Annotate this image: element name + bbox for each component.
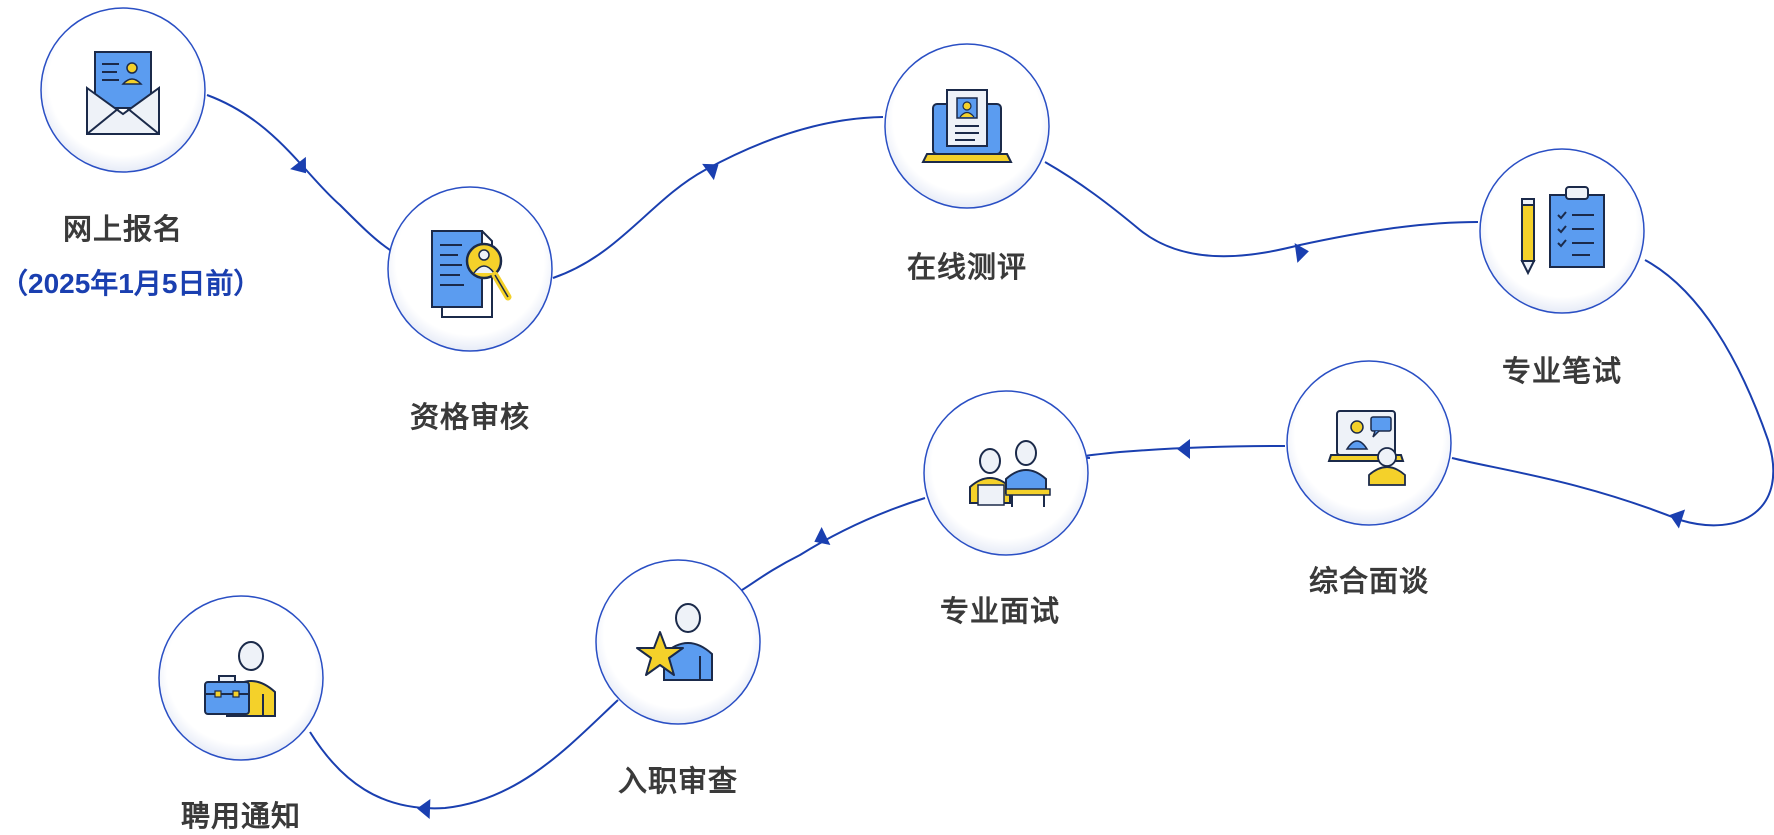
connector-2-3 <box>552 116 884 279</box>
step-4-label: 专业笔试 <box>1501 356 1623 388</box>
pencil-clipboard-icon <box>1479 148 1645 314</box>
connector-3-4 <box>1044 161 1479 258</box>
step-5-node <box>1285 359 1453 527</box>
arrow-2-3 <box>702 163 719 181</box>
connector-1-2 <box>206 94 391 251</box>
step-6-label: 专业面试 <box>939 596 1061 628</box>
deadline-note: （2025年1月5日前） <box>0 268 262 299</box>
arrow-5-6 <box>1177 439 1190 459</box>
laptop-resume-icon <box>884 43 1050 209</box>
step-2-label: 资格审核 <box>409 402 531 434</box>
arrow-1-2 <box>290 156 307 174</box>
step-7-label: 入职审查 <box>617 766 739 798</box>
step-2-node <box>386 185 554 353</box>
step-8-node <box>157 594 325 762</box>
person-briefcase-icon <box>158 595 324 761</box>
arrow-7-8 <box>417 799 431 819</box>
step-8-label: 聘用通知 <box>180 801 302 833</box>
connector-4-5 <box>1451 259 1774 527</box>
arrow-3-4 <box>1294 243 1309 263</box>
step-7-node <box>594 558 762 726</box>
step-6-node <box>922 389 1090 557</box>
step-3-label: 在线测评 <box>906 252 1028 284</box>
connector-6-7 <box>741 497 926 591</box>
step-1-label: 网上报名 <box>62 214 184 246</box>
document-magnifier-icon <box>387 186 553 352</box>
step-1-node <box>39 6 207 174</box>
star-person-icon <box>595 559 761 725</box>
step-4-node <box>1478 147 1646 315</box>
video-chat-icon <box>1286 360 1452 526</box>
arrow-6-7 <box>814 527 831 545</box>
interview-icon <box>923 390 1089 556</box>
envelope-resume-icon <box>40 7 206 173</box>
connector-7-8 <box>309 699 619 810</box>
arrow-4-5 <box>1669 509 1686 529</box>
step-5-label: 综合面谈 <box>1308 566 1430 598</box>
step-3-node <box>883 42 1051 210</box>
